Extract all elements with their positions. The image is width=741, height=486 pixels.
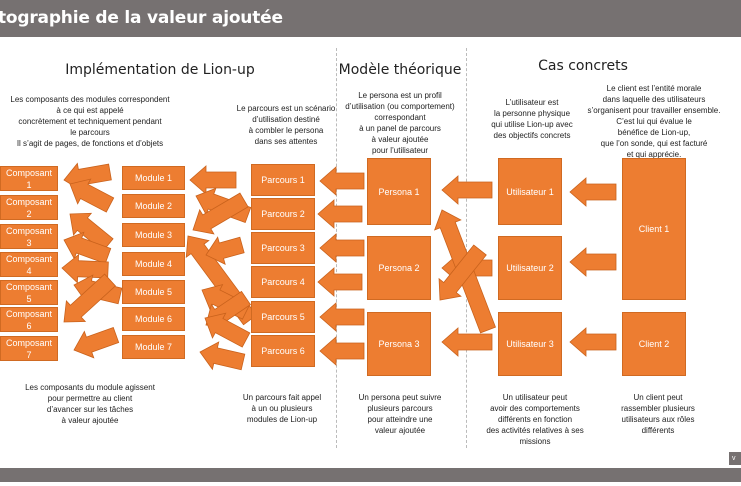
footnote-composants: Les composants du module agissent pour p… xyxy=(25,383,155,425)
block-arrow xyxy=(441,253,493,283)
parcours-box: Parcours 5 xyxy=(251,301,315,333)
composant-box: Composant 4 xyxy=(0,252,58,277)
block-arrow xyxy=(569,247,617,277)
corner-tag: v xyxy=(729,452,741,465)
desc-composants: Les composants des modules correspondent… xyxy=(10,95,170,148)
block-arrow xyxy=(195,187,252,224)
block-arrow xyxy=(69,212,114,252)
title-bar: tographie de la valeur ajoutée xyxy=(0,0,741,37)
composant-box: Composant 2 xyxy=(0,195,58,220)
composant-box: Composant 1 xyxy=(0,166,58,191)
footer-bar xyxy=(0,468,741,482)
module-box: Module 5 xyxy=(122,280,185,304)
block-arrow xyxy=(319,336,365,366)
block-arrow xyxy=(319,302,365,332)
block-arrow xyxy=(569,327,617,357)
block-arrow xyxy=(205,290,252,329)
block-arrow xyxy=(73,326,120,359)
block-arrow xyxy=(185,235,257,326)
module-box: Module 3 xyxy=(122,223,185,247)
block-arrow xyxy=(438,244,487,301)
module-box: Module 1 xyxy=(122,166,185,190)
block-arrow xyxy=(204,312,251,348)
block-arrow xyxy=(205,236,245,265)
client-box: Client 2 xyxy=(622,312,686,376)
parcours-box: Parcours 6 xyxy=(251,335,315,367)
footnote-parcours: Un parcours fait appel à un ou plusieurs… xyxy=(242,393,322,424)
block-arrow xyxy=(317,199,363,229)
composant-box: Composant 3 xyxy=(0,224,58,249)
footnote-persona: Un persona peut suivre plusieurs parcour… xyxy=(358,393,442,435)
section-divider xyxy=(336,48,337,448)
parcours-box: Parcours 3 xyxy=(251,232,315,264)
block-arrow xyxy=(73,274,123,305)
desc-parcours: Le parcours est un scénario d’utilisatio… xyxy=(236,104,336,146)
module-box: Module 4 xyxy=(122,252,185,276)
parcours-box: Parcours 2 xyxy=(251,198,315,230)
block-arrow xyxy=(61,253,109,284)
block-arrow xyxy=(63,231,112,265)
composant-box: Composant 6 xyxy=(0,307,58,332)
desc-client: Le client est l’entité morale dans laque… xyxy=(587,84,721,159)
block-arrow xyxy=(441,327,493,357)
block-arrow xyxy=(319,233,365,263)
client-box: Client 1 xyxy=(622,158,686,300)
block-arrow xyxy=(317,267,363,297)
heading-implementation: Implémentation de Lion-up xyxy=(65,62,255,78)
block-arrow xyxy=(319,166,365,196)
module-box: Module 6 xyxy=(122,307,185,331)
parcours-box: Parcours 4 xyxy=(251,266,315,298)
heading-modele-theorique: Modèle théorique xyxy=(338,62,462,78)
module-box: Module 2 xyxy=(122,194,185,218)
footnote-client: Un client peut rassembler plusieurs util… xyxy=(621,393,695,435)
block-arrow xyxy=(189,165,237,195)
module-box: Module 7 xyxy=(122,335,185,359)
persona-box: Persona 2 xyxy=(367,236,431,300)
heading-cas-concrets: Cas concrets xyxy=(538,58,628,74)
block-arrow xyxy=(63,273,116,323)
parcours-box: Parcours 1 xyxy=(251,164,315,196)
desc-utilisateur: L’utilisateur est la personne physique q… xyxy=(491,98,573,140)
section-divider xyxy=(466,48,467,448)
persona-box: Persona 1 xyxy=(367,158,431,225)
composant-box: Composant 7 xyxy=(0,336,58,361)
composant-box: Composant 5 xyxy=(0,280,58,305)
block-arrow xyxy=(63,162,112,192)
footnote-utilisateur: Un utilisateur peut avoir des comporteme… xyxy=(486,393,584,446)
persona-box: Persona 3 xyxy=(367,312,431,376)
block-arrow xyxy=(433,209,496,334)
block-arrow xyxy=(199,341,246,371)
page-title: tographie de la valeur ajoutée xyxy=(0,8,283,28)
utilisateur-box: Utilisateur 1 xyxy=(498,158,562,225)
utilisateur-box: Utilisateur 3 xyxy=(498,312,562,376)
block-arrow xyxy=(201,284,251,320)
block-arrow xyxy=(192,192,249,235)
utilisateur-box: Utilisateur 2 xyxy=(498,236,562,300)
desc-persona: Le persona est un profil d’utilisation (… xyxy=(345,91,455,155)
block-arrow xyxy=(69,178,115,213)
block-arrow xyxy=(569,177,617,207)
block-arrow xyxy=(441,175,493,205)
